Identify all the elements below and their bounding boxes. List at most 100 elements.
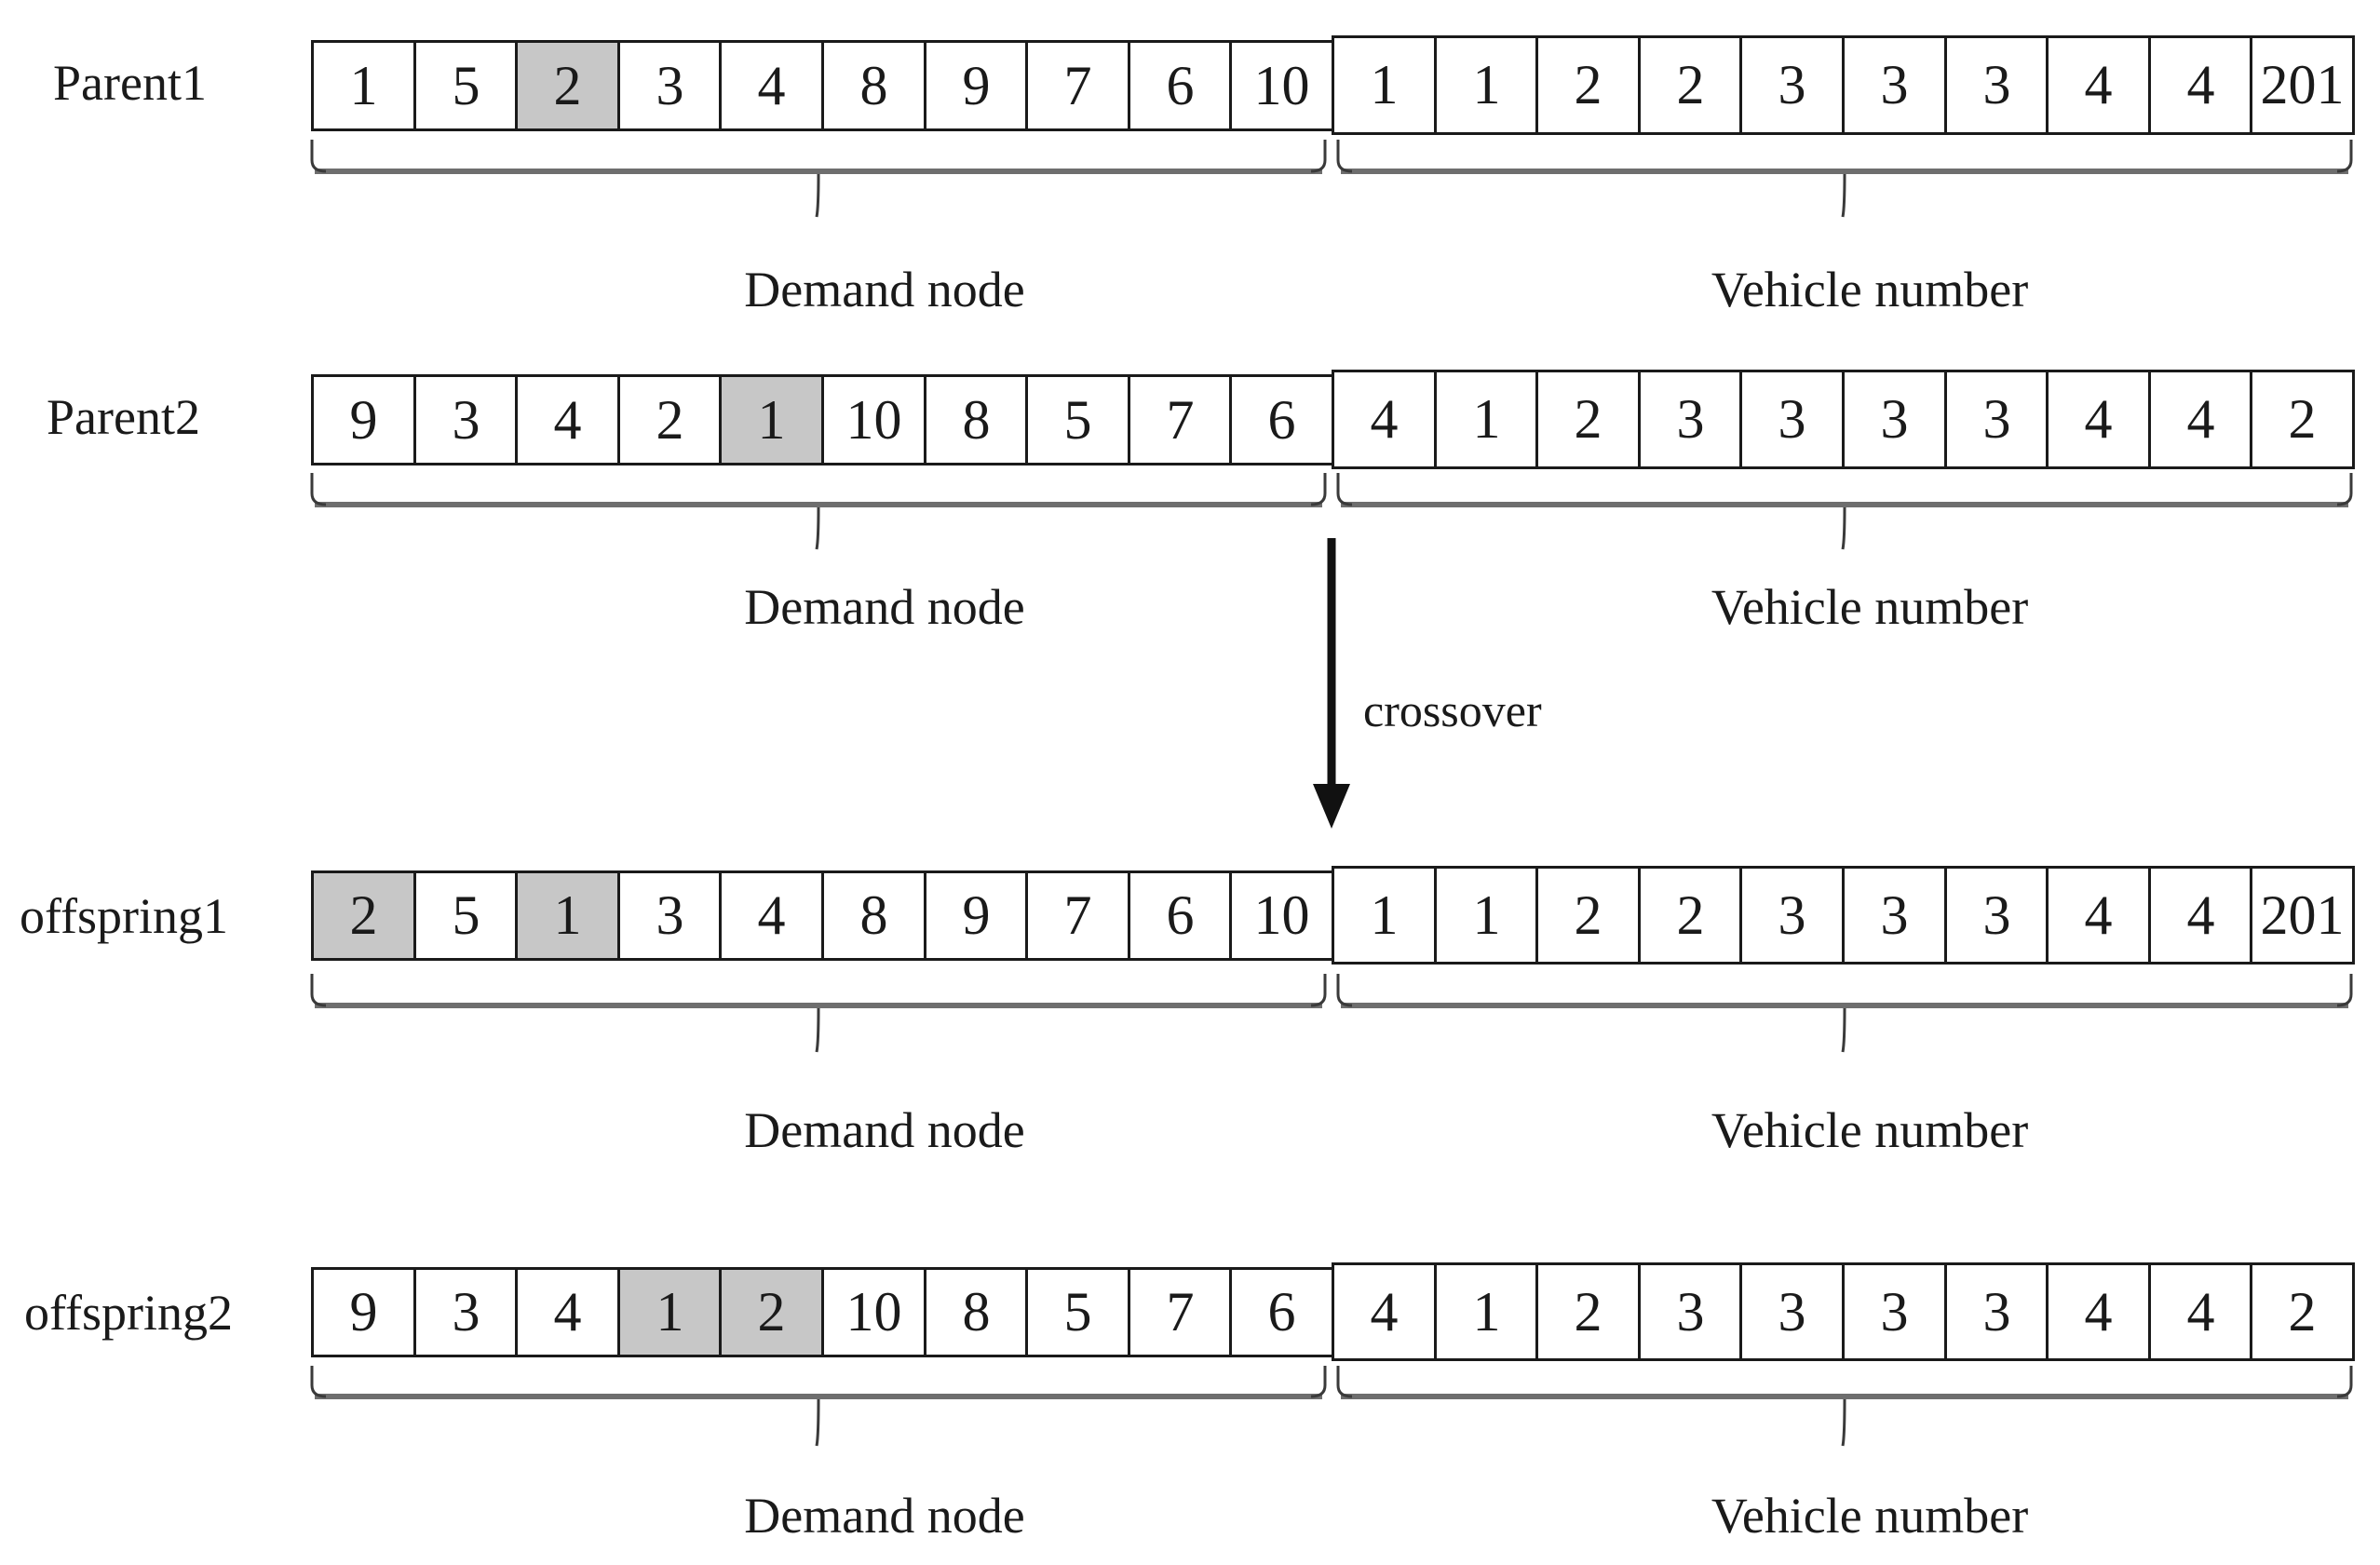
- cell-offspring2-7: 8: [924, 1267, 1029, 1357]
- brace-offspring1-vehicle-right-hook: [2336, 974, 2353, 1007]
- cell-offspring2-5: 2: [719, 1267, 824, 1357]
- brace-parent2-demand-left-hook: [310, 473, 327, 506]
- cell-parent1-7: 9: [924, 40, 1029, 131]
- cell-parent2-6: 10: [821, 374, 926, 465]
- cell-parent2-1: 9: [311, 374, 416, 465]
- cell-parent1-18: 4: [2046, 35, 2151, 135]
- cell-offspring2-8: 5: [1025, 1267, 1130, 1357]
- brace-offspring1-demand-left-hook: [310, 974, 327, 1007]
- section-label-demand-node-offspring2: Demand node: [744, 1488, 1025, 1544]
- cell-parent1-12: 1: [1434, 35, 1539, 135]
- cell-offspring2-11: 4: [1332, 1262, 1437, 1361]
- brace-parent2-vehicle-center-tick: [1841, 506, 1846, 550]
- cell-offspring1-8: 7: [1025, 870, 1130, 961]
- cell-parent1-4: 3: [617, 40, 723, 131]
- brace-offspring2-demand-right-hook: [1310, 1366, 1327, 1398]
- brace-offspring2-vehicle-right-hook: [2336, 1366, 2353, 1398]
- cell-offspring1-13: 2: [1535, 866, 1641, 965]
- cell-offspring2-10: 6: [1229, 1267, 1334, 1357]
- cell-offspring1-4: 3: [617, 870, 723, 961]
- cell-parent1-20: 201: [2250, 35, 2355, 135]
- cell-offspring2-2: 3: [413, 1267, 519, 1357]
- cell-parent1-13: 2: [1535, 35, 1641, 135]
- brace-parent1-demand-right-hook: [1310, 140, 1327, 173]
- cell-offspring1-20: 201: [2250, 866, 2355, 965]
- cell-offspring2-4: 1: [617, 1267, 723, 1357]
- section-label-vehicle-number-parent1: Vehicle number: [1711, 262, 2029, 317]
- crossover-label: crossover: [1363, 684, 1542, 736]
- cell-offspring1-11: 1: [1332, 866, 1437, 965]
- cell-offspring2-3: 4: [515, 1267, 620, 1357]
- cell-parent1-2: 5: [413, 40, 519, 131]
- cell-parent1-11: 1: [1332, 35, 1437, 135]
- cell-parent2-20: 2: [2250, 370, 2355, 469]
- cell-offspring2-18: 4: [2046, 1262, 2151, 1361]
- cell-parent2-14: 3: [1638, 370, 1743, 469]
- cell-offspring1-6: 8: [821, 870, 926, 961]
- brace-offspring1-vehicle-left-hook: [1336, 974, 1353, 1007]
- cell-parent2-16: 3: [1842, 370, 1947, 469]
- section-label-vehicle-number-offspring1: Vehicle number: [1711, 1102, 2029, 1158]
- cell-parent2-3: 4: [515, 374, 620, 465]
- cell-offspring2-9: 7: [1128, 1267, 1233, 1357]
- cell-offspring2-13: 2: [1535, 1262, 1641, 1361]
- brace-offspring1-demand-center-tick: [815, 1007, 820, 1053]
- cell-offspring1-19: 4: [2148, 866, 2253, 965]
- brace-parent2-vehicle-left-hook: [1336, 473, 1353, 506]
- brace-offspring2-vehicle-center-tick: [1841, 1398, 1846, 1447]
- cell-offspring2-20: 2: [2250, 1262, 2355, 1361]
- cell-parent1-6: 8: [821, 40, 926, 131]
- cell-parent2-19: 4: [2148, 370, 2253, 469]
- cell-parent1-5: 4: [719, 40, 824, 131]
- cell-offspring1-12: 1: [1434, 866, 1539, 965]
- brace-parent2-vehicle-right-hook: [2336, 473, 2353, 506]
- brace-parent1-demand-center-tick: [815, 173, 820, 218]
- brace-offspring1-demand-right-hook: [1310, 974, 1327, 1007]
- cell-offspring1-16: 3: [1842, 866, 1947, 965]
- row-label-parent2: Parent2: [47, 389, 200, 445]
- cell-offspring1-14: 2: [1638, 866, 1743, 965]
- cell-parent1-17: 3: [1944, 35, 2049, 135]
- cell-offspring2-19: 4: [2148, 1262, 2253, 1361]
- cell-offspring1-1: 2: [311, 870, 416, 961]
- brace-parent1-vehicle-left-hook: [1336, 140, 1353, 173]
- cell-offspring1-9: 6: [1128, 870, 1233, 961]
- brace-offspring1-vehicle-center-tick: [1841, 1007, 1846, 1053]
- section-label-demand-node-parent2: Demand node: [744, 579, 1025, 635]
- cell-parent2-4: 2: [617, 374, 723, 465]
- brace-offspring2-demand-center-tick: [815, 1398, 820, 1447]
- cell-offspring2-15: 3: [1739, 1262, 1845, 1361]
- brace-parent1-demand-left-hook: [310, 140, 327, 173]
- cell-parent1-8: 7: [1025, 40, 1130, 131]
- cell-parent2-7: 8: [924, 374, 1029, 465]
- cell-parent1-1: 1: [311, 40, 416, 131]
- brace-parent2-demand-right-hook: [1310, 473, 1327, 506]
- cell-parent1-16: 3: [1842, 35, 1947, 135]
- cell-parent2-5: 1: [719, 374, 824, 465]
- row-label-offspring2: offspring2: [24, 1285, 233, 1341]
- section-label-demand-node-offspring1: Demand node: [744, 1102, 1025, 1158]
- cell-parent1-9: 6: [1128, 40, 1233, 131]
- brace-parent1-vehicle-right-hook: [2336, 140, 2353, 173]
- cell-parent2-17: 3: [1944, 370, 2049, 469]
- row-label-parent1: Parent1: [53, 55, 207, 111]
- cell-offspring2-16: 3: [1842, 1262, 1947, 1361]
- cell-parent2-9: 7: [1128, 374, 1233, 465]
- cell-offspring1-18: 4: [2046, 866, 2151, 965]
- cell-offspring1-5: 4: [719, 870, 824, 961]
- cell-parent2-10: 6: [1229, 374, 1334, 465]
- cell-parent1-19: 4: [2148, 35, 2253, 135]
- cell-parent2-8: 5: [1025, 374, 1130, 465]
- cell-parent2-18: 4: [2046, 370, 2151, 469]
- cell-offspring1-10: 10: [1229, 870, 1334, 961]
- section-label-demand-node-parent1: Demand node: [744, 262, 1025, 317]
- cell-parent1-10: 10: [1229, 40, 1334, 131]
- section-label-vehicle-number-parent2: Vehicle number: [1711, 579, 2029, 635]
- cell-offspring2-6: 10: [821, 1267, 926, 1357]
- brace-parent1-vehicle-center-tick: [1841, 173, 1846, 218]
- cell-offspring1-2: 5: [413, 870, 519, 961]
- row-label-offspring1: offspring1: [20, 888, 228, 944]
- cell-parent2-13: 2: [1535, 370, 1641, 469]
- cell-offspring1-17: 3: [1944, 866, 2049, 965]
